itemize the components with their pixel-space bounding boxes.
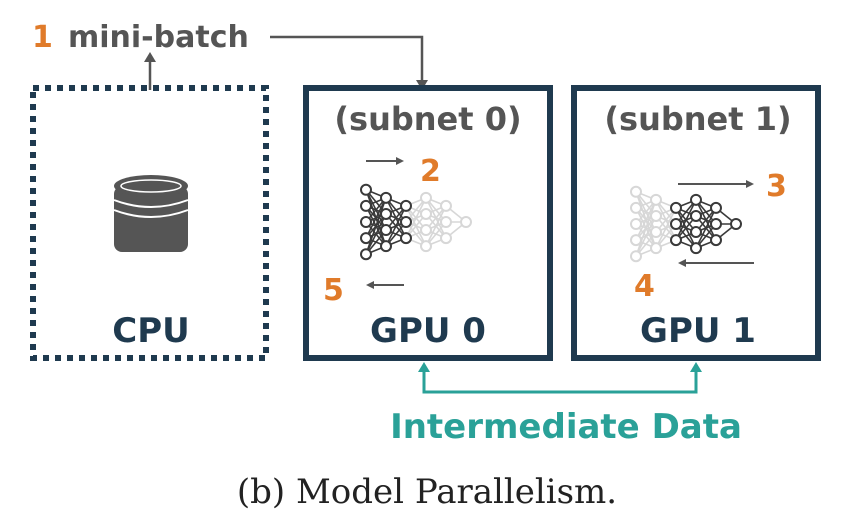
gpu1-box [571, 85, 821, 361]
network-edge [635, 215, 657, 257]
intermediate-arrowhead-right [690, 362, 702, 372]
gpu1-forward-arrowhead [746, 180, 754, 188]
network-edge [655, 207, 677, 249]
intermediate-data-label: Intermediate Data [390, 407, 742, 447]
network-node [360, 216, 372, 228]
network-node [690, 193, 702, 206]
network-node [730, 218, 742, 230]
gpu0-forward-arrowhead [396, 157, 404, 165]
network-node [670, 234, 682, 247]
network-node [650, 193, 662, 206]
gpu0-backward-arrowhead [366, 281, 374, 289]
network-node [360, 183, 372, 196]
network-edge [365, 197, 387, 239]
network-node [460, 216, 472, 228]
network-edge [365, 213, 387, 255]
gpu1-label: GPU 1 [640, 311, 756, 351]
intermediate-arrowhead-left [418, 362, 430, 372]
gpu0-label: GPU 0 [370, 311, 486, 351]
network-node [650, 242, 662, 255]
network-node [420, 240, 432, 253]
mini-batch-label: mini-batch [68, 20, 249, 55]
gpu1-network-icon [630, 185, 742, 263]
step-3-label: 3 [766, 169, 787, 204]
network-node [360, 199, 372, 212]
subnet1-label: (subnet 1) [604, 100, 791, 138]
network-node [670, 218, 682, 230]
network-node [690, 226, 702, 239]
network-node [440, 199, 452, 212]
gpu1-backward-arrowhead [678, 259, 686, 267]
network-edge [425, 205, 447, 247]
step-4-label: 4 [634, 269, 655, 304]
gpu0-box [303, 85, 553, 361]
network-edge [385, 205, 407, 247]
step-5-label: 5 [323, 273, 344, 308]
network-node [360, 232, 372, 245]
network-edge [695, 207, 717, 249]
network-node [690, 209, 702, 222]
database-icon [113, 175, 189, 252]
network-node [400, 232, 412, 245]
network-node [440, 216, 452, 228]
network-node [650, 226, 662, 239]
network-node [400, 216, 412, 228]
network-node [630, 201, 642, 214]
network-node [710, 201, 722, 214]
network-edge [405, 197, 427, 239]
network-node [630, 218, 642, 230]
network-node [380, 207, 392, 220]
network-edge [365, 197, 387, 255]
network-edge [675, 199, 697, 241]
network-node [440, 232, 452, 245]
cpu-to-mini-batch-arrowhead [144, 52, 156, 62]
network-node [360, 248, 372, 261]
step-2-label: 2 [420, 154, 441, 189]
network-node [420, 224, 432, 237]
network-node [400, 199, 412, 212]
network-node [650, 209, 662, 222]
network-node [380, 240, 392, 253]
step-1-label: 1 [32, 20, 53, 55]
gpu0-network-icon [360, 183, 472, 261]
network-node [380, 191, 392, 204]
network-node [690, 242, 702, 255]
cpu-label: CPU [112, 311, 189, 351]
network-node [420, 191, 432, 204]
network-node [380, 224, 392, 237]
mini-batch-to-gpu0-arrow [270, 35, 424, 82]
network-node [710, 234, 722, 247]
network-node [630, 185, 642, 198]
intermediate-data-connector [422, 370, 698, 394]
network-node [670, 201, 682, 214]
network-node [630, 250, 642, 263]
network-edge [635, 199, 657, 241]
network-node [710, 218, 722, 230]
network-node [630, 234, 642, 247]
network-edge [635, 199, 657, 257]
network-node [420, 207, 432, 220]
subnet0-label: (subnet 0) [334, 100, 521, 138]
figure-caption: (b) Model Parallelism. [237, 472, 617, 512]
